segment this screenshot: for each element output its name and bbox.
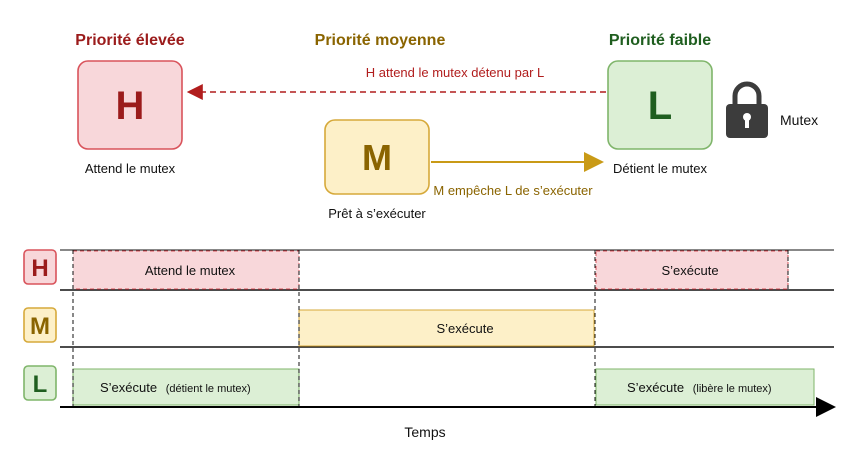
lane-h-label-box [23,249,57,285]
bar-m-run-label: S’exécute [436,321,493,336]
block-arrow-label: M empêche L de s’exécuter [433,183,593,198]
high-priority-heading: Priorité élevée [75,32,185,49]
lane-l-letter: L [33,371,48,398]
low-task-box [607,60,713,150]
bar-l-end [595,368,815,406]
bar-h-run [595,250,789,290]
high-task-caption: Attend le mutex [85,161,176,176]
mutex-label: Mutex [780,112,818,128]
medium-task-letter: M [362,137,392,178]
lane-m-letter: M [30,313,50,340]
bar-h-run-label: S’exécute [661,263,718,278]
lane-l-label-box [23,365,57,401]
lane-m-label-box [23,307,57,343]
bar-h-wait-label: Attend le mutex [145,263,236,278]
bar-l-run-main: S’exécute [100,380,157,395]
medium-task-caption: Prêt à s’exécuter [328,206,426,221]
padlock-icon [726,81,768,138]
time-axis-label: Temps [404,424,445,440]
bar-l-run-note: (détient le mutex) [166,383,251,395]
low-task-letter: L [648,84,672,128]
bar-m-run [298,309,595,347]
bar-l-end-note: (libère le mutex) [693,383,772,395]
wait-arrow-label: H attend le mutex détenu par L [366,65,545,80]
medium-task-box [324,119,430,195]
bar-l-run-text: S’exécute (détient le mutex) [100,380,251,395]
lane-h-letter: H [31,255,48,282]
bar-l-end-text: S’exécute (libère le mutex) [627,380,772,395]
high-task-box [77,60,183,150]
high-task-letter: H [116,84,145,128]
bar-h-wait [72,250,300,290]
low-task-caption: Détient le mutex [613,161,707,176]
low-priority-heading: Priorité faible [609,32,711,49]
bar-l-end-main: S’exécute [627,380,684,395]
medium-priority-heading: Priorité moyenne [315,32,446,49]
